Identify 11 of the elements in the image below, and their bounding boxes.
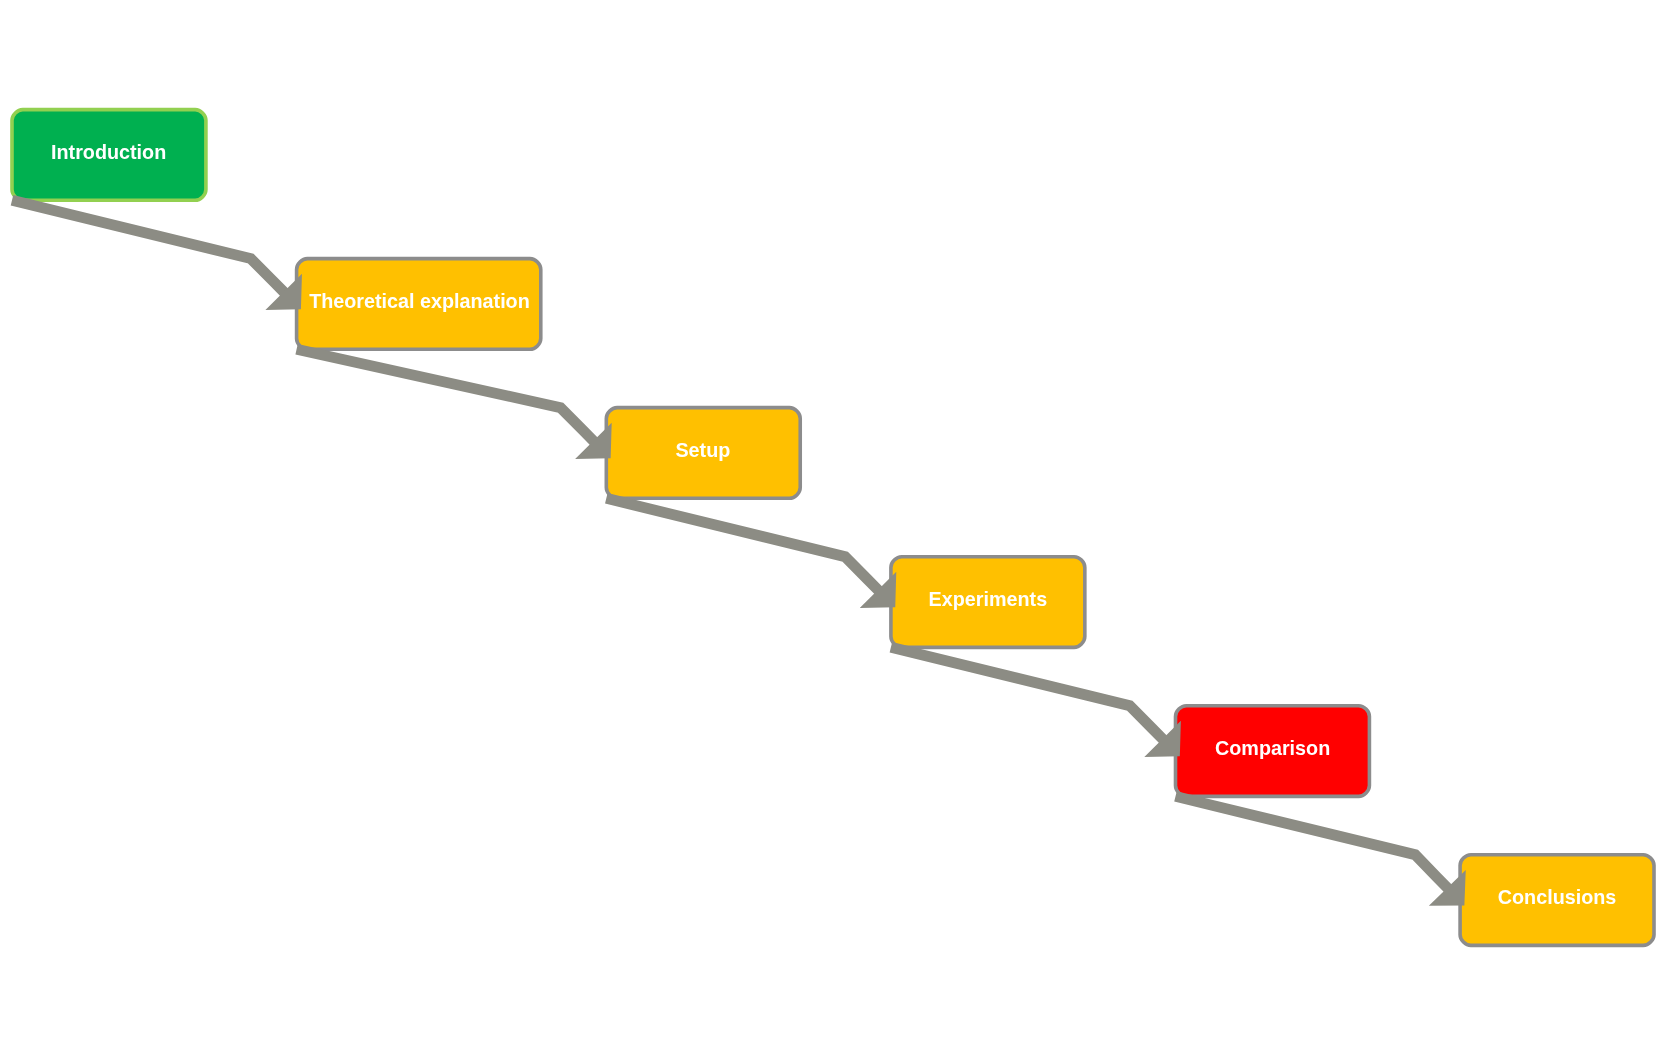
node-box: Conclusions	[1458, 852, 1656, 947]
node-box: Theoretical explanation	[294, 256, 543, 351]
arrow	[889, 641, 1181, 757]
arrow	[605, 492, 897, 608]
node-box: Setup	[604, 405, 803, 500]
node-box: Introduction	[10, 107, 208, 202]
arrow	[10, 194, 302, 310]
node-box: Experiments	[889, 554, 1087, 649]
arrow	[1174, 790, 1466, 906]
node-box: Comparison	[1173, 703, 1372, 798]
arrow	[295, 343, 612, 459]
